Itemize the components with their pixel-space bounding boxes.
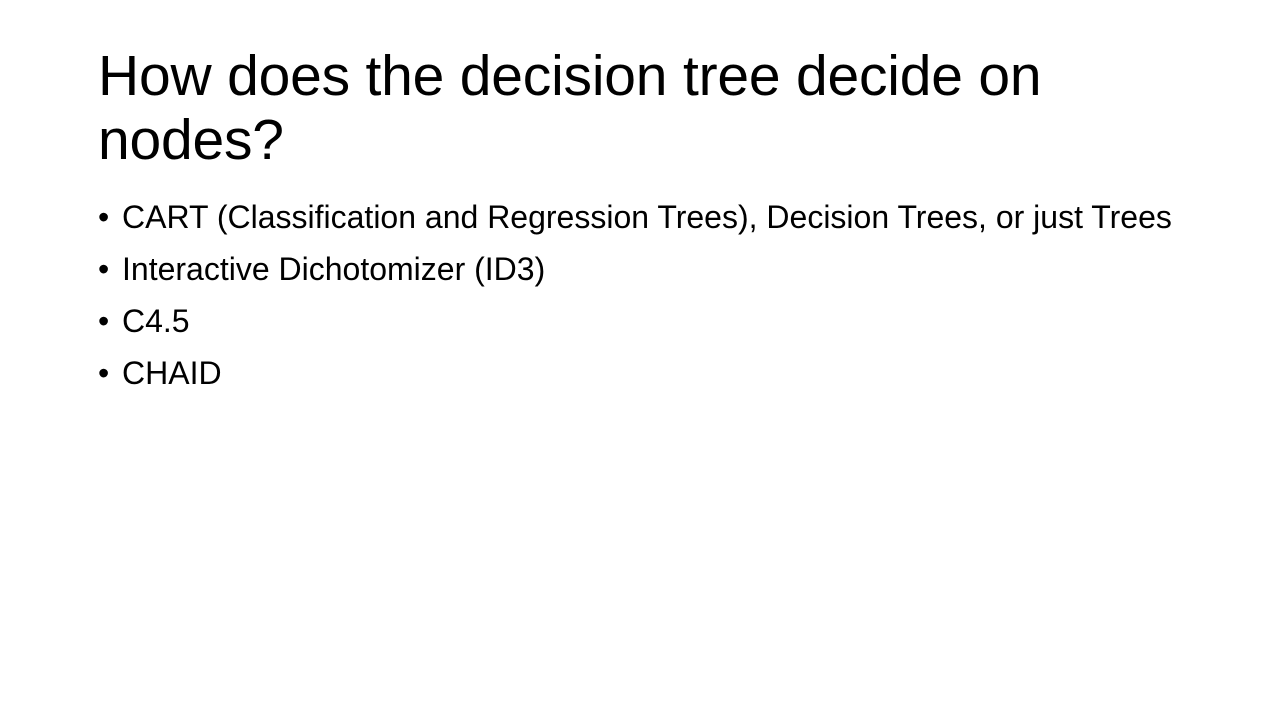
bullet-icon: • <box>98 199 110 235</box>
list-item: • CHAID <box>98 353 1198 393</box>
bullet-icon: • <box>98 303 110 339</box>
list-item: • CART (Classification and Regression Tr… <box>98 197 1198 237</box>
list-item: • Interactive Dichotomizer (ID3) <box>98 249 1198 289</box>
bullet-text: C4.5 <box>122 303 190 339</box>
list-item: • C4.5 <box>98 301 1198 341</box>
slide-title: How does the decision tree decide on nod… <box>98 44 1042 172</box>
bullet-icon: • <box>98 251 110 287</box>
bullet-icon: • <box>98 355 110 391</box>
bullet-text: CHAID <box>122 355 222 391</box>
bullet-list: • CART (Classification and Regression Tr… <box>98 197 1198 405</box>
bullet-text: Interactive Dichotomizer (ID3) <box>122 251 546 287</box>
bullet-text: CART (Classification and Regression Tree… <box>122 199 1172 235</box>
